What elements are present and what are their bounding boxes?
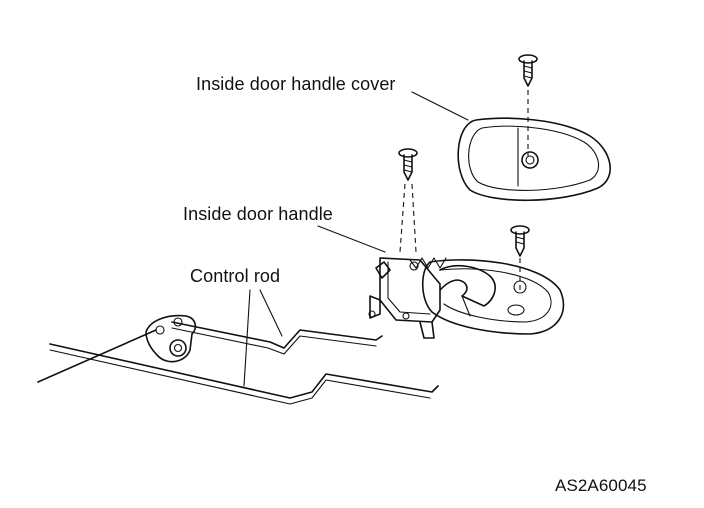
cover-screw bbox=[518, 54, 538, 156]
control-rods bbox=[37, 314, 439, 405]
figure-code: AS2A60045 bbox=[555, 476, 647, 495]
label-inside-door-handle-cover: Inside door handle cover bbox=[196, 74, 396, 94]
handle-screw-left bbox=[398, 148, 418, 253]
label-control-rod: Control rod bbox=[190, 266, 281, 286]
handle-cover bbox=[457, 117, 611, 202]
leader-lines bbox=[243, 91, 469, 387]
label-inside-door-handle: Inside door handle bbox=[183, 204, 333, 224]
leader-cover bbox=[411, 91, 469, 121]
door-handle-assembly bbox=[368, 257, 565, 339]
handle-screw-right bbox=[510, 225, 530, 290]
leader-rod-upper bbox=[259, 289, 283, 337]
leader-handle bbox=[317, 225, 386, 253]
